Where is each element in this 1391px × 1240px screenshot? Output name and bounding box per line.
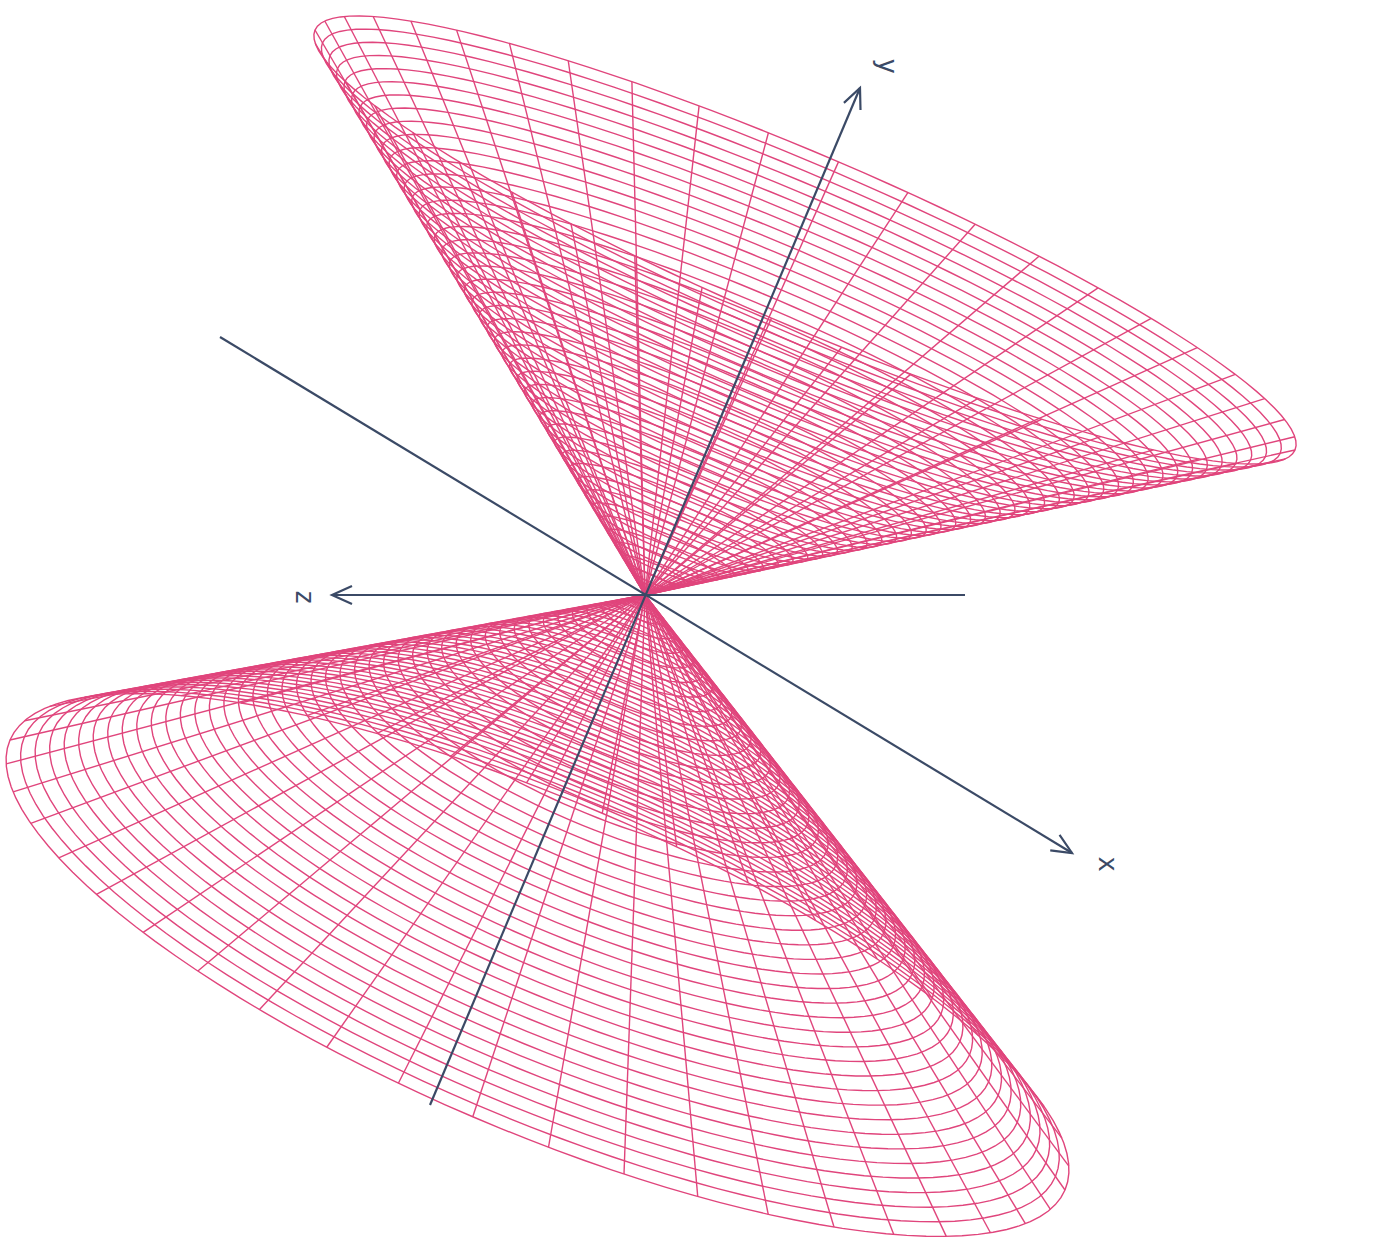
mesh-generator xyxy=(377,595,645,733)
mesh-generator xyxy=(327,595,645,1047)
mesh-generator xyxy=(645,419,1285,595)
mesh-generator xyxy=(645,450,1153,595)
mesh-generator xyxy=(398,595,645,1083)
mesh-generator xyxy=(645,437,1295,595)
mesh-generator xyxy=(645,595,990,1233)
mesh-generator xyxy=(413,132,645,595)
mesh-generator xyxy=(645,464,1266,595)
mesh-generator xyxy=(645,399,1265,595)
mesh-generator xyxy=(645,595,946,1236)
mesh-generator xyxy=(25,595,645,721)
axis-arrowhead xyxy=(332,586,352,604)
mesh-generator xyxy=(645,374,911,595)
mesh-generator xyxy=(571,224,645,595)
mesh-generator xyxy=(645,595,1069,1166)
axes xyxy=(220,88,1072,1105)
mesh-generator xyxy=(96,595,645,894)
mesh-generator xyxy=(129,595,645,694)
mesh-generator xyxy=(645,595,932,998)
mesh-generator xyxy=(50,595,645,706)
mesh-generator xyxy=(181,595,645,696)
mesh-generator xyxy=(198,595,645,971)
mesh-generator xyxy=(10,595,645,740)
mesh-generator xyxy=(645,595,1044,1107)
mesh-generator xyxy=(315,43,645,595)
mesh-generator xyxy=(457,30,645,595)
mesh-generator xyxy=(451,595,645,756)
mesh-generator xyxy=(13,595,645,792)
mesh-generator xyxy=(645,595,816,920)
mesh-generator xyxy=(645,224,975,595)
mesh-generator xyxy=(645,595,1025,1224)
mesh-generator xyxy=(645,595,698,1197)
mesh-generator xyxy=(344,16,645,595)
mesh-generator xyxy=(307,595,645,716)
mesh-generator xyxy=(645,288,1098,595)
mesh-generator xyxy=(548,595,645,1147)
axis-arrowhead xyxy=(844,88,861,110)
mesh-generator xyxy=(645,106,699,595)
mesh-generator xyxy=(473,595,645,1117)
mesh-generator xyxy=(645,318,1151,595)
mesh-generator xyxy=(315,30,645,595)
axis-label: x xyxy=(1095,854,1121,874)
mesh-generator xyxy=(645,374,1235,595)
mesh-generator xyxy=(645,595,877,959)
mesh-generator xyxy=(459,162,645,595)
axis-line xyxy=(220,337,1072,853)
mesh-generator xyxy=(645,595,748,883)
mesh-generator xyxy=(645,595,1062,1138)
mesh-generator xyxy=(645,595,894,1234)
axis-arrowhead xyxy=(1050,835,1072,853)
mesh-generator xyxy=(411,21,645,595)
axis-label: z xyxy=(292,587,318,607)
mesh-generator xyxy=(645,595,834,1227)
mesh-generator xyxy=(373,17,645,595)
mesh-generator xyxy=(645,459,1285,595)
mesh-generator xyxy=(645,595,1065,1190)
mesh-generator xyxy=(568,61,645,595)
mesh-generator xyxy=(645,256,1039,595)
mesh-generator xyxy=(241,595,645,703)
mesh-generator xyxy=(632,82,645,595)
mesh-generator xyxy=(645,595,768,1214)
mesh-generator xyxy=(645,193,908,595)
axis-label: y xyxy=(875,56,901,76)
mesh-generator xyxy=(31,595,645,823)
mesh-generator xyxy=(624,595,645,1174)
mesh-generator xyxy=(645,398,978,595)
mesh-generator xyxy=(509,43,645,595)
mesh-generator xyxy=(645,348,1197,595)
surface-mesh xyxy=(6,16,1296,1236)
mesh-generator xyxy=(85,595,645,697)
mesh-generator xyxy=(325,21,645,595)
axis-line xyxy=(430,88,860,1105)
mesh-generator xyxy=(6,595,645,764)
mesh-generator xyxy=(602,595,645,813)
